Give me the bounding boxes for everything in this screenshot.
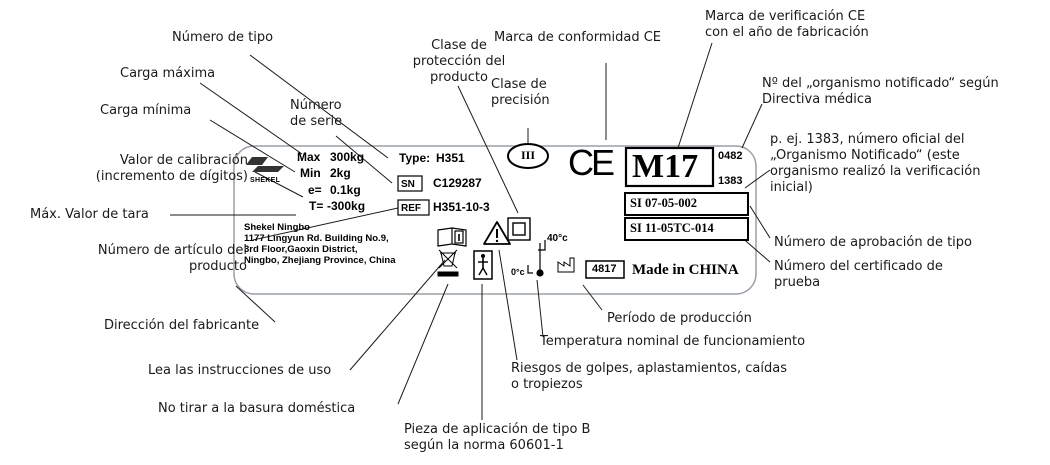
callout-article-number: Número de artículo del producto (97, 243, 247, 274)
min-key: Min (300, 166, 321, 180)
sn-value: C129287 (433, 176, 482, 190)
applied-part-type-b-icon (473, 250, 493, 280)
callout-test-certificate: Número del certificado de prueba (774, 259, 943, 290)
callout-hazards: Riesgos de golpes, aplastamientos, caída… (511, 361, 787, 392)
callout-applied-part-b: Pieza de aplicación de tipo B según la n… (404, 422, 591, 453)
leader-type-number (249, 54, 389, 159)
callout-type-approval: Número de aprobación de tipo (774, 235, 972, 250)
max-value: 300kg (330, 150, 365, 164)
min-value: 2kg (330, 166, 351, 180)
crossed-bin-icon (437, 249, 459, 277)
metrology-mark-box (624, 146, 715, 188)
leader-min-load (209, 119, 296, 173)
callout-serial-number: Número de serie (290, 98, 343, 129)
official-body-number: 1383 (718, 175, 743, 187)
temp-low-label: 0°c (511, 267, 525, 277)
warning-triangle-icon (483, 221, 511, 245)
temperature-limit-icon (527, 240, 546, 277)
temp-high-label: 40°c (547, 233, 568, 244)
leader-production-period (582, 284, 603, 311)
type-key: Type: (399, 151, 431, 165)
metrology-mark: M17 (632, 148, 699, 185)
shekel-logo-icon (246, 157, 284, 172)
max-key: Max (297, 150, 321, 164)
ref-value: H351-10-3 (433, 200, 490, 214)
e-value: 0.1kg (330, 183, 361, 197)
leader-serial-number (335, 135, 393, 184)
leader-type-approval (749, 205, 771, 239)
leader-hazards (498, 249, 518, 361)
callout-precision-class: Clase de precisión (491, 77, 550, 108)
type-value: H351 (436, 151, 465, 165)
type-approval-box (624, 192, 749, 216)
leader-max-load (199, 82, 303, 155)
callout-official-number: p. ej. 1383, número oficial del „Organis… (770, 132, 981, 195)
leader-ce-verification (677, 42, 713, 149)
leader-protection-class (457, 85, 519, 214)
callout-max-tare: Máx. Valor de tara (30, 207, 149, 222)
t-value: -300kg (327, 199, 366, 213)
read-instructions-icon (437, 227, 467, 247)
leader-notified-body (741, 103, 763, 149)
callout-protection-class: Clase de protección del producto (412, 38, 506, 85)
ce-mark: CE (568, 142, 615, 183)
production-code-box (585, 260, 625, 279)
callout-min-load: Carga mínima (100, 103, 192, 118)
test-certificate-number: SI 11-05TC-014 (630, 221, 714, 235)
type-approval-number: SI 07-05-002 (630, 196, 698, 210)
protection-class-icon (507, 217, 531, 241)
production-code: 4817 (592, 263, 617, 275)
sn-key: SN (401, 179, 415, 190)
callout-ce-conformity: Marca de conformidad CE (494, 30, 662, 45)
leader-official-number (744, 169, 771, 189)
e-key: e= (308, 183, 322, 197)
callout-operating-temperature: Temperatura nominal de funcionamiento (540, 334, 806, 349)
leader-article-number (252, 207, 399, 241)
precision-class-oval (507, 143, 549, 169)
leader-manufacturer-address (235, 285, 276, 323)
made-in-text: Made in CHINA (632, 262, 739, 278)
ref-key: REF (401, 203, 421, 214)
notified-body-number: 0482 (718, 150, 743, 162)
manufacturer-address-text: Shekel Ningbo 1177 Lingyun Rd. Building … (244, 222, 396, 266)
leader-no-household-waste (397, 283, 449, 405)
logo-text: SHEKEL (250, 177, 281, 184)
precision-class-symbol: III (520, 148, 535, 162)
factory-icon (557, 257, 575, 273)
callout-max-load: Carga máxima (120, 66, 216, 81)
callout-ce-verification: Marca de verificación CE con el año de f… (705, 9, 869, 40)
test-certificate-box (624, 217, 749, 241)
sn-box (397, 175, 423, 192)
callout-production-period: Período de producción (607, 311, 752, 326)
leader-read-instructions (349, 259, 446, 371)
callout-read-instructions: Lea las instrucciones de uso (148, 363, 332, 378)
callout-notified-body: Nº del „organismo notificado“ según Dire… (762, 76, 999, 107)
leader-calibration (254, 171, 304, 198)
ref-box (397, 199, 430, 216)
leader-operating-temperature (536, 279, 544, 338)
callout-type-number: Número de tipo (172, 30, 274, 45)
callout-no-household-waste: No tirar a la basura doméstica (158, 401, 356, 416)
callout-manufacturer-address: Dirección del fabricante (104, 318, 260, 333)
t-key: T= (309, 199, 324, 213)
callout-calibration-value: Valor de calibración (incremento de dígi… (95, 153, 248, 184)
